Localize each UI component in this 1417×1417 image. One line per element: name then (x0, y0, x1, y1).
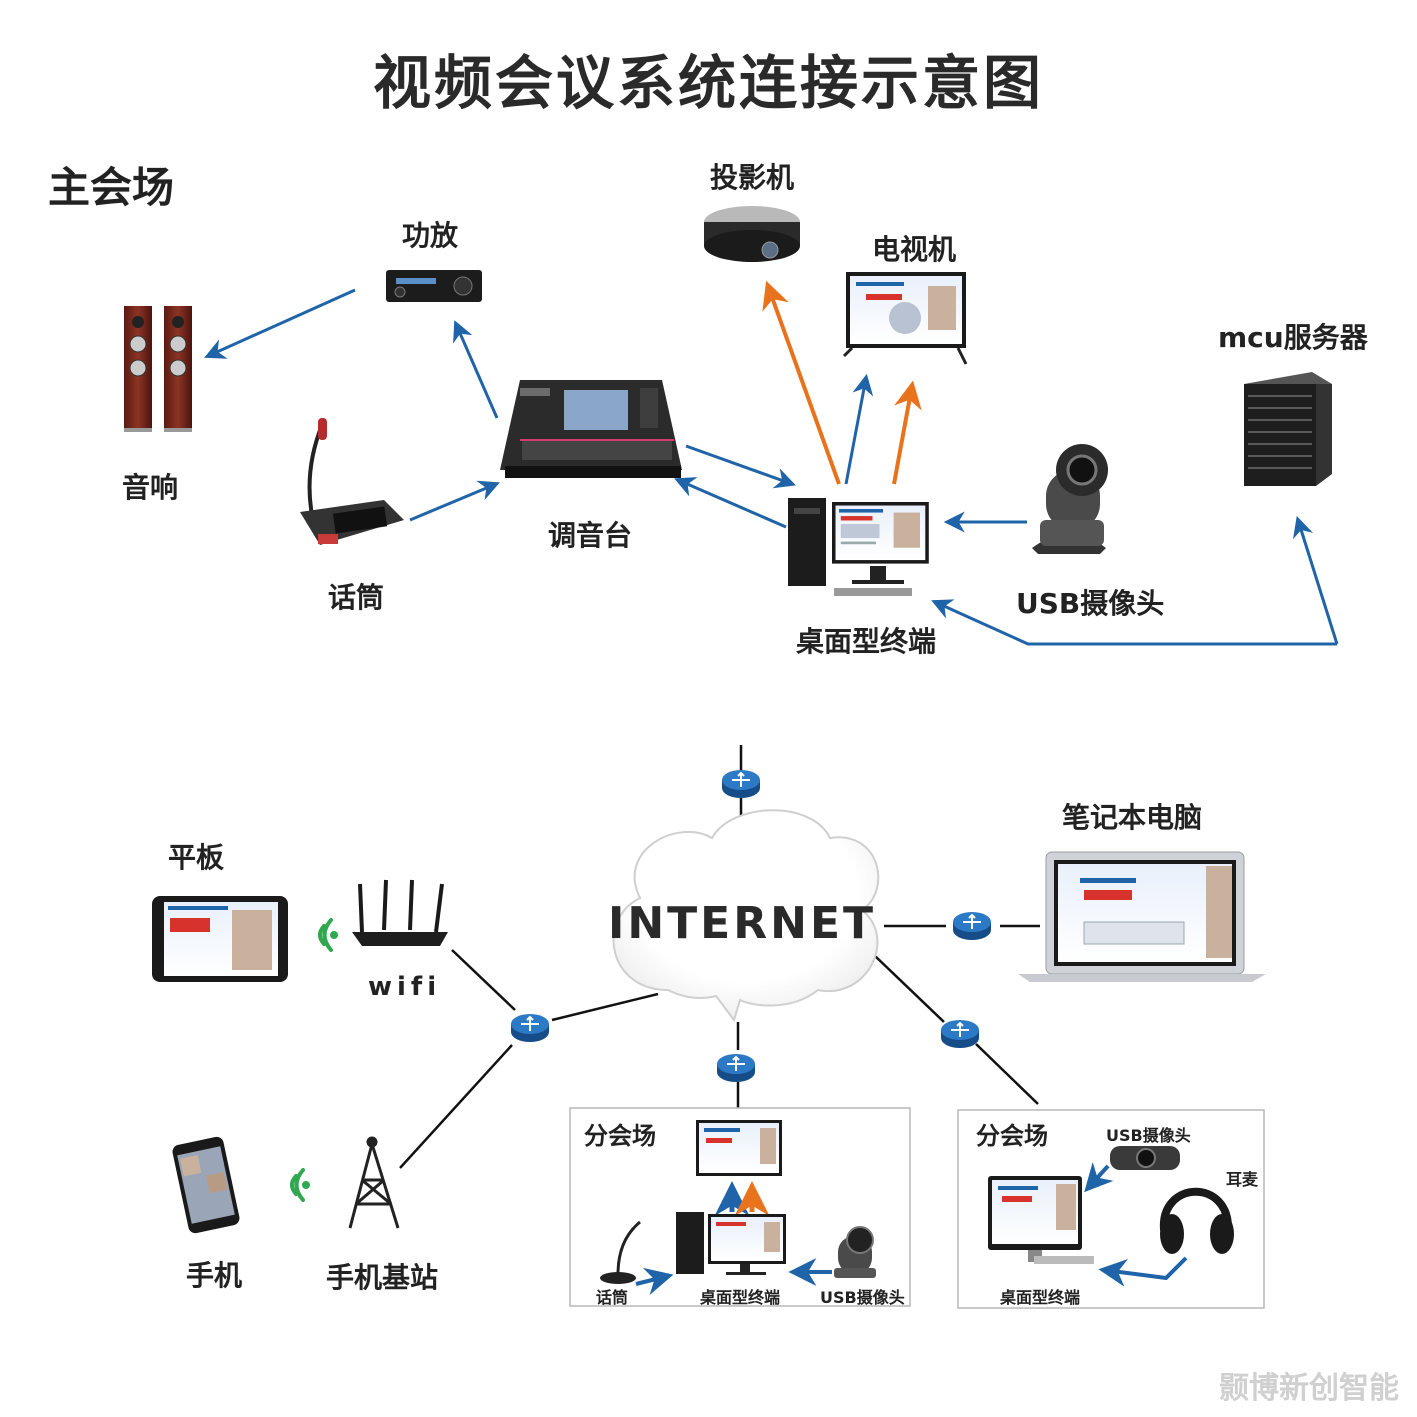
base-station-graphic (348, 1136, 400, 1229)
branch-1-heading: 分会场 (584, 1122, 656, 1150)
headset-label: 耳麦 (1226, 1170, 1259, 1189)
branch-2-camera-graphic (1110, 1146, 1180, 1170)
watermark-text: 颢博新创智能 (1219, 1371, 1399, 1406)
mixer-graphic (500, 380, 682, 478)
branch-1-microphone-label: 话筒 (596, 1288, 629, 1307)
headset-graphic (1159, 1187, 1234, 1254)
branch-1-camera-label: USB摄像头 (820, 1288, 905, 1307)
branch-2-camera-label: USB摄像头 (1106, 1126, 1191, 1145)
usb-camera-label: USB摄像头 (1016, 587, 1165, 620)
main-venue-heading: 主会场 (48, 163, 175, 212)
router-icon (952, 911, 992, 941)
branch-2-desktop-graphic (988, 1176, 1094, 1264)
projector-label: 投影机 (710, 161, 795, 194)
tv-graphic (842, 272, 968, 365)
speakers-graphic (124, 306, 192, 432)
router-icon (510, 1013, 550, 1043)
laptop-graphic (1018, 851, 1266, 982)
usb-camera-graphic (1032, 444, 1108, 554)
speakers-label: 音响 (122, 471, 179, 504)
microphone-label: 话筒 (328, 581, 385, 614)
main-venue-arrows (204, 280, 1339, 646)
router-icon (940, 1019, 980, 1049)
laptop-label: 笔记本电脑 (1062, 801, 1203, 834)
branch-1-camera-graphic (834, 1226, 876, 1278)
mcu-server-graphic (1244, 372, 1332, 486)
internet-label: INTERNET (608, 898, 876, 949)
projector-graphic (704, 206, 800, 262)
tablet-label: 平板 (168, 841, 225, 874)
network-lines (399, 745, 1040, 1169)
wifi-router-graphic (352, 879, 448, 946)
internet-cloud: INTERNET (608, 809, 880, 1023)
desktop-terminal-label: 桌面型终端 (796, 625, 937, 658)
microphone-graphic (300, 418, 404, 545)
tv-label: 电视机 (872, 233, 957, 266)
base-station-label: 手机基站 (326, 1261, 439, 1294)
mcu-server-label: mcu服务器 (1218, 321, 1368, 354)
branch-1-tv-graphic (696, 1120, 782, 1176)
tablet-graphic (152, 896, 288, 982)
branch-2-heading: 分会场 (976, 1122, 1048, 1150)
phone-label: 手机 (186, 1259, 243, 1292)
mixer-label: 调音台 (548, 519, 633, 552)
branch-2-desktop-label: 桌面型终端 (1000, 1288, 1081, 1307)
amplifier-graphic (386, 270, 482, 302)
phone-graphic (172, 1136, 240, 1234)
branch-1-microphone-graphic (600, 1220, 641, 1284)
amplifier-label: 功放 (402, 219, 459, 252)
branch-1-desktop-graphic (676, 1212, 786, 1275)
branch-1-desktop-label: 桌面型终端 (700, 1288, 781, 1307)
phone-signal-icon (290, 1168, 310, 1202)
router-icon (721, 769, 761, 799)
page-title: 视频会议系统连接示意图 (372, 49, 1044, 117)
wifi-label: wifi (368, 972, 442, 1002)
router-icon (716, 1053, 756, 1083)
desktop-terminal-graphic (788, 498, 929, 596)
wifi-signal-icon (318, 918, 338, 952)
